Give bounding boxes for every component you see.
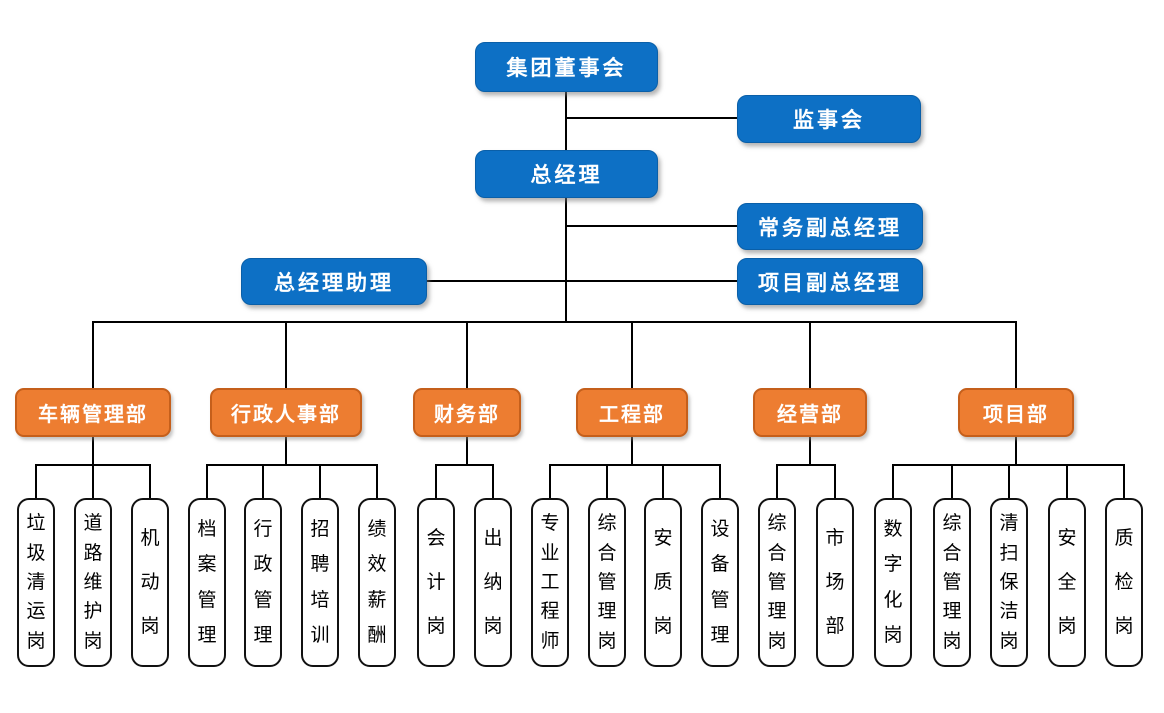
dept-operations: 经营部	[753, 388, 867, 437]
connector-line	[207, 464, 377, 466]
connector-line	[492, 464, 494, 498]
position-node: 质检岗	[1105, 498, 1143, 667]
connector-line	[631, 437, 633, 465]
position-node: 安全岗	[1048, 498, 1086, 667]
connector-line	[1008, 464, 1010, 498]
connector-line	[719, 464, 721, 498]
position-node: 垃圾清运岗	[17, 498, 55, 667]
connector-line	[285, 437, 287, 465]
connector-line	[892, 464, 894, 498]
connector-line	[376, 464, 378, 498]
connector-line	[606, 464, 608, 498]
connector-line	[631, 321, 633, 388]
position-node: 综合管理岗	[758, 498, 796, 667]
position-node: 市场部	[816, 498, 854, 667]
connector-line	[809, 321, 811, 388]
connector-line	[777, 464, 835, 466]
connector-line	[262, 464, 264, 498]
position-node: 招聘培训	[301, 498, 339, 667]
connector-line	[1015, 437, 1017, 465]
connector-line	[1066, 464, 1068, 498]
connector-line	[565, 92, 567, 150]
position-node: 安质岗	[644, 498, 682, 667]
node-executive-deputy-gm: 常务副总经理	[737, 203, 923, 250]
connector-line	[566, 117, 737, 119]
connector-line	[834, 464, 836, 498]
connector-line	[206, 464, 208, 498]
position-node: 道路维护岗	[74, 498, 112, 667]
dept-admin-hr: 行政人事部	[210, 388, 362, 437]
connector-line	[951, 464, 953, 498]
connector-line	[776, 464, 778, 498]
connector-line	[809, 437, 811, 465]
connector-line	[662, 464, 664, 498]
node-project-deputy-gm: 项目副总经理	[737, 258, 923, 305]
connector-line	[92, 437, 94, 498]
connector-line	[549, 464, 551, 498]
connector-line	[566, 225, 737, 227]
connector-line	[35, 464, 37, 498]
node-board-of-directors: 集团董事会	[475, 42, 658, 92]
position-node: 会计岗	[417, 498, 455, 667]
node-general-manager: 总经理	[475, 150, 658, 198]
dept-vehicle-management: 车辆管理部	[15, 388, 171, 437]
connector-line	[435, 464, 437, 498]
connector-line	[319, 464, 321, 498]
position-node: 出纳岗	[474, 498, 512, 667]
position-node: 绩效薪酬	[358, 498, 396, 667]
connector-line	[565, 198, 567, 322]
connector-line	[93, 321, 1016, 323]
position-node: 数字化岗	[874, 498, 912, 667]
connector-line	[436, 464, 493, 466]
connector-line	[92, 321, 94, 388]
position-node: 综合管理岗	[588, 498, 626, 667]
connector-line	[427, 280, 737, 282]
position-node: 清扫保洁岗	[990, 498, 1028, 667]
position-node: 档案管理	[188, 498, 226, 667]
node-supervisory-board: 监事会	[737, 95, 921, 143]
connector-line	[36, 464, 150, 466]
position-node: 综合管理岗	[933, 498, 971, 667]
dept-finance: 财务部	[413, 388, 521, 437]
dept-engineering: 工程部	[576, 388, 688, 437]
node-gm-assistant: 总经理助理	[241, 258, 427, 305]
dept-project: 项目部	[958, 388, 1074, 437]
connector-line	[149, 464, 151, 498]
connector-line	[550, 464, 720, 466]
position-node: 机动岗	[131, 498, 169, 667]
connector-line	[1015, 321, 1017, 388]
connector-line	[285, 321, 287, 388]
position-node: 设备管理	[701, 498, 739, 667]
position-node: 专业工程师	[531, 498, 569, 667]
connector-line	[1123, 464, 1125, 498]
connector-line	[466, 321, 468, 388]
connector-line	[466, 437, 468, 465]
position-node: 行政管理	[244, 498, 282, 667]
